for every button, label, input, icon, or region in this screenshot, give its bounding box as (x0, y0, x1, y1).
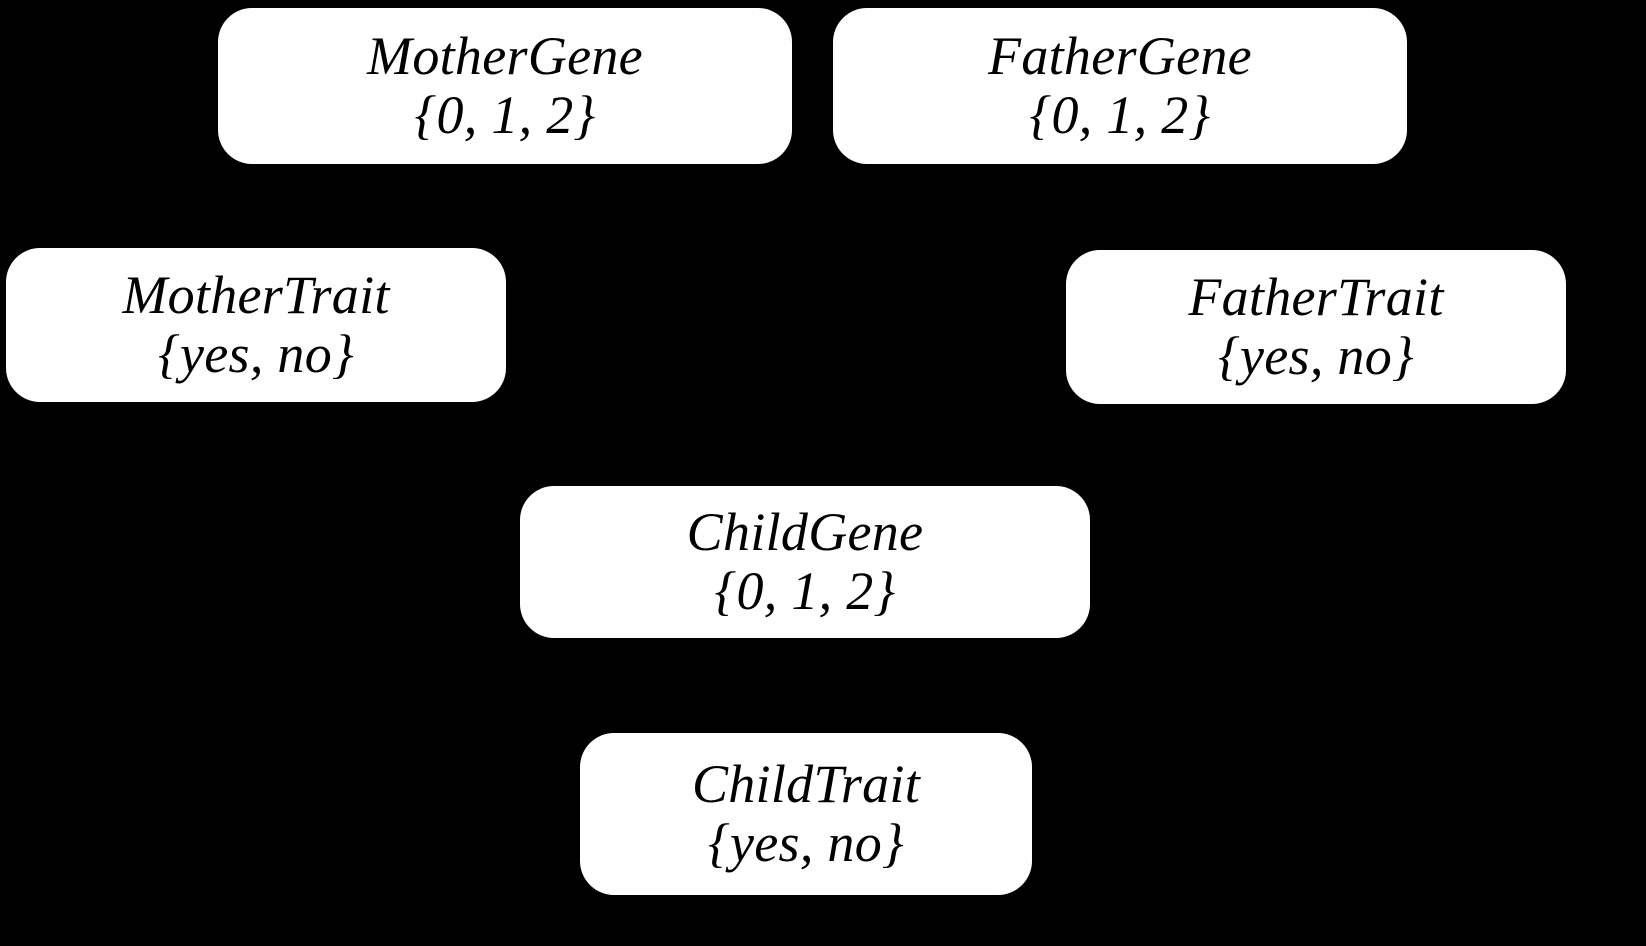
node-mother-trait-domain: {yes, no} (158, 324, 354, 384)
node-child-gene-domain: {0, 1, 2} (714, 561, 896, 621)
node-mother-gene[interactable]: MotherGene {0, 1, 2} (218, 8, 792, 164)
node-mother-trait-label: MotherTrait (122, 264, 390, 325)
node-mother-gene-domain: {0, 1, 2} (414, 85, 596, 145)
node-father-gene-label: FatherGene (988, 25, 1252, 86)
node-father-trait[interactable]: FatherTrait {yes, no} (1066, 250, 1566, 404)
node-child-trait-label: ChildTrait (691, 753, 921, 814)
node-father-gene-domain: {0, 1, 2} (1029, 85, 1211, 145)
node-father-trait-label: FatherTrait (1188, 266, 1444, 327)
node-father-trait-domain: {yes, no} (1218, 326, 1414, 386)
node-father-gene[interactable]: FatherGene {0, 1, 2} (833, 8, 1407, 164)
node-child-trait[interactable]: ChildTrait {yes, no} (580, 733, 1032, 895)
node-child-trait-domain: {yes, no} (708, 813, 904, 873)
node-mother-trait[interactable]: MotherTrait {yes, no} (6, 248, 506, 402)
node-mother-gene-label: MotherGene (367, 25, 643, 86)
node-child-gene[interactable]: ChildGene {0, 1, 2} (520, 486, 1090, 638)
node-child-gene-label: ChildGene (686, 501, 924, 562)
